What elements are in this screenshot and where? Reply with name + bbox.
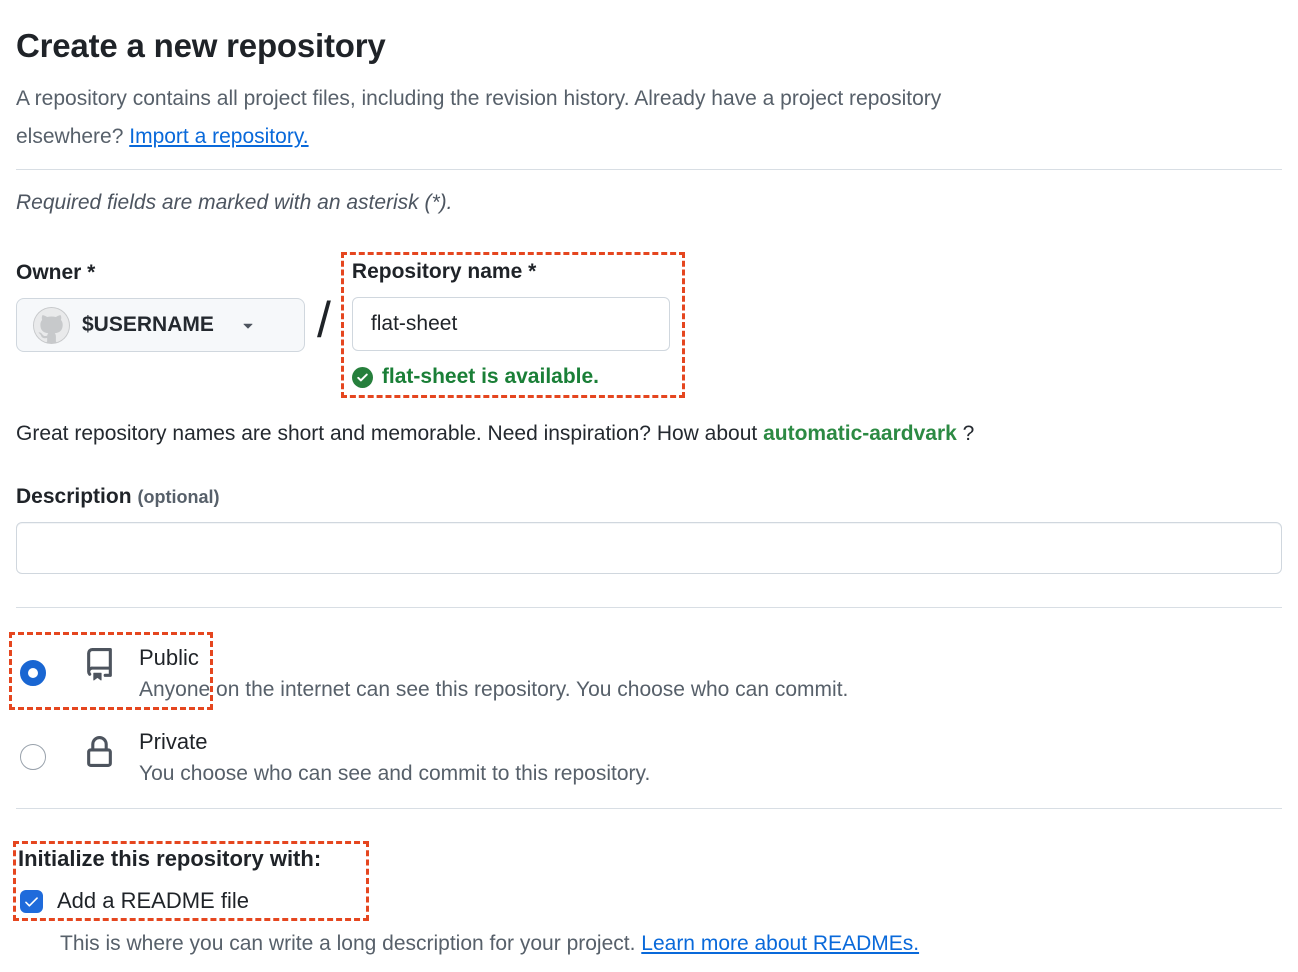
readme-checkbox-label[interactable]: Add a README file [57,888,249,913]
owner-field: Owner * $USERNAME [16,252,305,352]
intro-text: A repository contains all project files,… [16,80,1282,156]
readme-note: This is where you can write a long descr… [60,931,1282,957]
github-octocat-icon [34,307,69,342]
public-option-text: Public Anyone on the internet can see th… [139,645,848,703]
public-option-row: Public Anyone on the internet can see th… [9,632,1282,710]
suggestion-suffix: ? [962,422,975,445]
check-circle-icon [351,366,373,388]
required-fields-note: Required fields are marked with an aster… [16,191,453,214]
public-option-description: Anyone on the internet can see this repo… [139,678,849,701]
divider-initialize [16,808,1282,809]
readme-note-text: This is where you can write a long descr… [60,932,636,955]
intro-line1: A repository contains all project files,… [16,87,942,110]
initialize-heading: Initialize this repository with: [18,846,322,871]
name-suggestion-text: Great repository names are short and mem… [16,421,1282,447]
private-option-description: You choose who can see and commit to thi… [139,762,651,785]
owner-repo-slash: / [317,292,331,348]
private-option-label[interactable]: Private [139,729,208,754]
chevron-down-icon [243,323,253,329]
description-label-row: Description(optional) [16,484,1282,510]
description-label: Description [16,485,132,508]
intro-line2: elsewhere? [16,125,124,148]
availability-message: flat-sheet is available. [381,365,600,388]
private-option-row: Private You choose who can see and commi… [16,729,1282,787]
checkmark-icon [25,896,38,907]
private-radio[interactable] [20,744,46,770]
public-option-label[interactable]: Public [139,645,199,670]
description-optional-note: (optional) [137,487,220,507]
readme-checkbox[interactable] [20,889,43,913]
repo-name-label: Repository name * [351,260,537,283]
owner-label: Owner * [16,261,96,284]
suggestion-prefix: Great repository names are short and mem… [16,422,758,445]
owner-avatar [33,306,70,344]
owner-select-button[interactable]: $USERNAME [16,298,305,352]
visibility-options: Public Anyone on the internet can see th… [9,632,1282,787]
divider-visibility [16,607,1282,608]
import-repository-link[interactable]: Import a repository. [129,125,309,148]
learn-more-readmes-link[interactable]: Learn more about READMEs. [641,932,920,955]
repo-name-input[interactable] [351,297,670,351]
initialize-annotation-box: Initialize this repository with: Add a R… [13,841,369,921]
repo-name-annotation-box: Repository name * flat-sheet is availabl… [340,252,685,398]
page-title: Create a new repository [16,27,386,64]
public-radio[interactable] [20,660,46,686]
readme-checkbox-row: Add a README file [20,888,354,914]
owner-repo-row: Owner * $USERNAME / Repository name * [16,252,1282,398]
suggested-repo-name[interactable]: automatic-aardvark [763,422,957,445]
lock-icon [87,736,112,767]
private-option-text: Private You choose who can see and commi… [139,729,650,787]
repo-book-icon [87,648,112,681]
owner-selected-value: $USERNAME [82,313,214,336]
availability-message-row: flat-sheet is available. [351,365,670,389]
divider-top [16,169,1282,170]
description-input[interactable] [16,522,1282,574]
